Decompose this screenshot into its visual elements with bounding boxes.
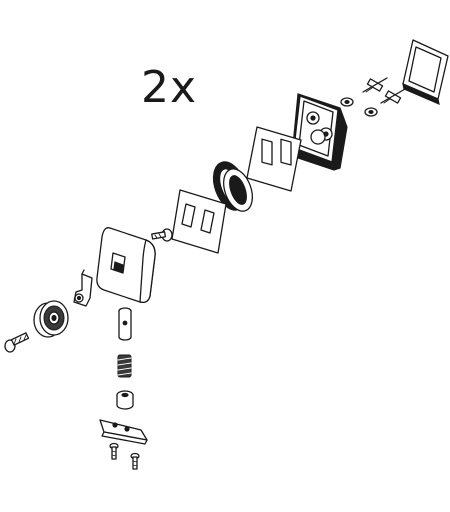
compression-spring [117, 354, 132, 378]
mounting-screw [380, 88, 406, 104]
roller-wheel [33, 300, 69, 338]
quantity-label: 2x [141, 62, 198, 113]
washer [364, 107, 378, 117]
axle-bolt [4, 332, 30, 353]
bottom-screw [130, 452, 140, 470]
bearing-ring [212, 161, 253, 212]
latch-bracket [73, 269, 93, 307]
mounting-base [291, 93, 348, 171]
washer [340, 97, 354, 107]
spacer-plate [171, 189, 227, 254]
gasket-plate [246, 126, 302, 192]
handle-housing [96, 227, 156, 304]
mounting-strip [99, 419, 148, 445]
mounting-screw [362, 77, 388, 93]
bushing [116, 390, 134, 410]
small-screw [151, 228, 173, 242]
handle-pin [118, 307, 132, 341]
cover-plate [402, 39, 449, 106]
bottom-screw [109, 442, 119, 460]
